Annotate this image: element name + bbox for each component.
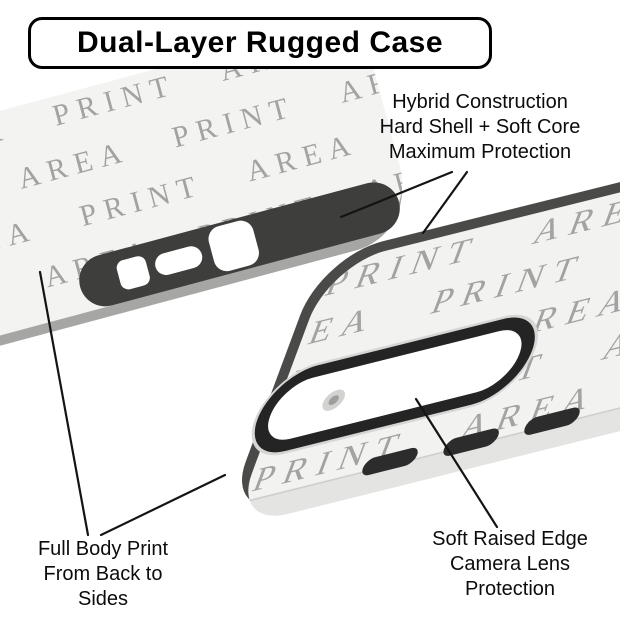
pointer-hybrid-left (339, 170, 454, 219)
title-badge: Dual-Layer Rugged Case (28, 17, 492, 69)
annotation-line: Maximum Protection (388, 141, 572, 163)
pointer-camera (414, 397, 499, 529)
annotation-line: From Back to (43, 563, 163, 585)
camera-cutout-pill (155, 246, 203, 276)
page-title: Dual-Layer Rugged Case (76, 26, 444, 59)
annotation-line: Hybrid Construction (392, 91, 568, 113)
annotation-full-body-print: Full Body Print From Back to Sides (14, 537, 192, 612)
pointer-fullbody-right (99, 473, 227, 537)
side-button (362, 447, 418, 476)
annotation-line: Camera Lens (449, 553, 571, 575)
camera-lens-dot-center (328, 395, 339, 406)
annotation-line: Hard Shell + Soft Core (379, 116, 581, 138)
case-side-wall (231, 345, 620, 528)
case-back-surface (0, 27, 403, 382)
pointer-fullbody-left (38, 270, 90, 537)
annotation-line: Full Body Print (37, 538, 169, 560)
pointer-hybrid-right (421, 170, 469, 235)
camera-cutout-square (116, 256, 150, 290)
annotation-camera-protection: Soft Raised Edge Camera Lens Protection (405, 527, 615, 602)
camera-raised-edge (251, 314, 538, 456)
side-button (524, 407, 580, 435)
annotation-line: Soft Raised Edge (432, 528, 588, 550)
callout-lines (38, 170, 499, 537)
camera-cutout-ring (254, 317, 535, 453)
side-button (443, 428, 499, 456)
annotation-hybrid-construction: Hybrid Construction Hard Shell + Soft Co… (355, 90, 605, 165)
annotation-line: Sides (77, 588, 129, 610)
annotation-line: Protection (464, 578, 556, 600)
camera-cutout-rect (208, 220, 259, 272)
